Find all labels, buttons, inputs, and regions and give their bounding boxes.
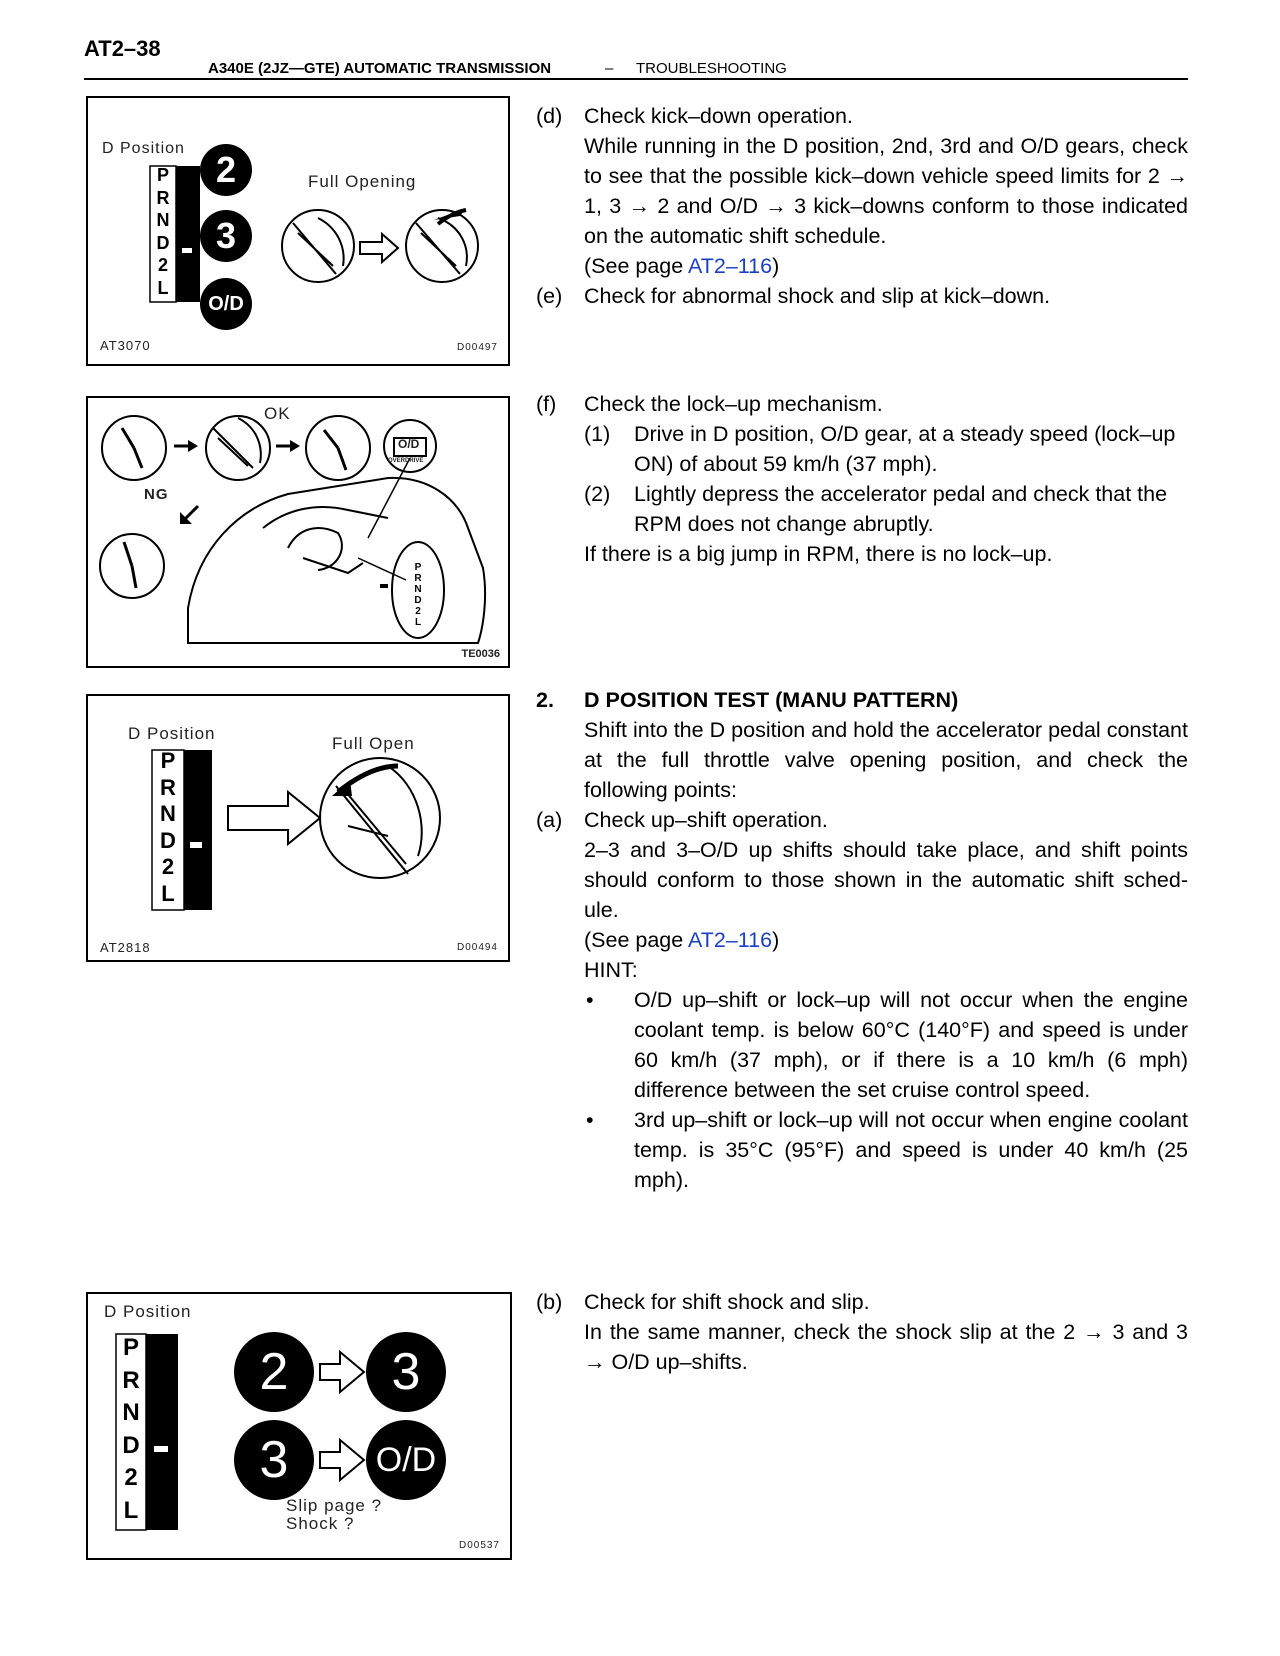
item-f-step2: Lightly depress the accelerator pedal an…: [634, 482, 1168, 536]
fig3-code-left: AT2818: [100, 940, 151, 955]
fig2-gear-letters: P R N D 2 L: [408, 562, 428, 628]
gate-letter: R: [122, 1366, 140, 1394]
gate-letter: N: [160, 801, 176, 826]
item-d-body: While running in the D position, 2nd, 3r…: [584, 134, 1188, 248]
gate-letter: P: [122, 1334, 139, 1361]
item-f-label: (f): [536, 392, 557, 416]
gate-letter: P: [414, 562, 422, 573]
see-prefix: (See page: [584, 254, 689, 278]
gate-letter: 2: [415, 606, 421, 617]
gate-letter: R: [156, 187, 170, 208]
fig2-code-right: TE0036: [461, 648, 500, 660]
gear-badge: 3: [391, 1343, 421, 1401]
fig2-od-sub-label: OVERDRIVE: [388, 458, 424, 464]
fig1-code-right: D00497: [456, 342, 498, 353]
gate-letter: L: [161, 880, 175, 906]
gate-letter: P: [160, 748, 176, 773]
figure-lockup-drawing: [99, 415, 487, 644]
item-a-hint: HINT:: [584, 958, 638, 982]
figure-kickdown: D Position Full Opening P R N D 2 L 2 3 …: [86, 96, 510, 366]
item-d-title: Check kick–down operation.: [584, 104, 853, 128]
fig3-action-label: Full Open: [332, 734, 415, 753]
fig4-code-right: D00537: [458, 1540, 500, 1551]
fig4-position-label: D Position: [104, 1302, 192, 1321]
fig3-code-right: D00494: [456, 942, 498, 953]
gate-letter: N: [414, 584, 422, 595]
header-section: TROUBLESHOOTING: [636, 60, 787, 77]
gear-badge: O/D: [375, 1441, 437, 1479]
fig3-position-label: D Position: [128, 724, 216, 743]
figure-shift-shock-drawing: [115, 1332, 446, 1531]
item-b-title: Check for shift shock and slip.: [584, 1290, 870, 1314]
figure-d-position: D Position Full Open P R N D 2 L AT2818 …: [86, 694, 510, 962]
page-number: AT2–38: [84, 36, 161, 61]
gate-letter: R: [414, 573, 422, 584]
item-b-body: In the same manner, check the shock slip…: [584, 1320, 1188, 1374]
gear-badge: O/D: [208, 293, 244, 315]
gate-letter: D: [160, 827, 176, 853]
fig1-gear-letters: P R N D 2 L: [152, 164, 174, 299]
gate-letter: R: [160, 774, 176, 800]
figure-kickdown-drawing: [149, 144, 479, 330]
see-suffix: ): [772, 928, 780, 952]
gate-letter: N: [122, 1399, 140, 1426]
figure-lockup: OK NG O/D OVERDRIVE P R N D 2 L TE0036: [86, 396, 510, 668]
item-a-title: Check up–shift operation.: [584, 808, 828, 832]
item-a-label: (a): [536, 808, 563, 832]
see-suffix: ): [772, 254, 780, 278]
item-d-see: (See page AT2–116): [584, 251, 1188, 281]
item-f-step1-label: (1): [584, 422, 611, 446]
gate-letter: D: [156, 232, 170, 253]
fig3-gear-letters: P R N D 2 L: [154, 748, 182, 907]
item-a-see: (See page AT2–116): [584, 925, 1188, 955]
fig1-code-left: AT3070: [100, 338, 151, 353]
gate-letter: 2: [161, 854, 175, 879]
fig1-action-label: Full Opening: [308, 172, 417, 191]
gear-badge: 3: [215, 215, 237, 256]
fig2-ok-label: OK: [264, 404, 291, 423]
item-b-label: (b): [536, 1290, 563, 1314]
item-f-step2-label: (2): [584, 482, 611, 506]
figure-shift-shock: D Position P R N D 2 L 2 3 3 O/D Slip pa…: [86, 1292, 512, 1560]
gate-letter: 2: [124, 1464, 138, 1491]
figure-d-position-drawing: [151, 749, 441, 911]
gate-letter: 2: [157, 255, 168, 275]
item-f-step1: Drive in D position, O/D gear, at a stea…: [634, 422, 1176, 476]
gate-letter: L: [414, 617, 422, 628]
gate-letter: D: [414, 595, 422, 606]
item-f-title: Check the lock–up mechanism.: [584, 392, 883, 416]
header-title: A340E (2JZ—GTE) AUTOMATIC TRANSMISSION: [208, 60, 552, 77]
gear-badge: 3: [259, 1431, 289, 1489]
header-dash: –: [605, 60, 614, 77]
page-link[interactable]: AT2–116: [688, 928, 773, 952]
item-e-label: (e): [536, 284, 563, 308]
fig4-slip-label: Slip page ?: [286, 1496, 383, 1515]
item-a-body: 2–3 and 3–O/D up shifts should take plac…: [584, 838, 1188, 922]
section-2-heading: D POSITION TEST (MANU PATTERN): [584, 688, 959, 712]
item-f-note: If there is a big jump in RPM, there is …: [584, 542, 1053, 566]
gear-badge: 2: [215, 149, 237, 190]
gear-badge: 2: [259, 1343, 289, 1401]
gate-letter: L: [157, 277, 169, 298]
bullet-symbol: •: [586, 1108, 594, 1132]
fig4-shock-label: Shock ?: [286, 1514, 355, 1533]
gate-letter: P: [156, 165, 169, 185]
gate-letter: L: [123, 1496, 139, 1524]
hint-bullet-1: O/D up–shift or lock–up will not occur w…: [634, 988, 1188, 1102]
gate-letter: D: [122, 1431, 140, 1459]
section-2-number: 2.: [536, 688, 554, 712]
see-prefix: (See page: [584, 928, 689, 952]
fig2-ng-label: NG: [144, 486, 169, 503]
hint-bullet-2: 3rd up–shift or lock–up will not occur w…: [634, 1108, 1188, 1192]
page-link[interactable]: AT2–116: [688, 254, 773, 278]
fig1-position-label: D Position: [102, 140, 185, 157]
bullet-symbol: •: [586, 988, 594, 1012]
gate-letter: N: [156, 210, 170, 230]
header-rule: [84, 78, 1188, 80]
item-e-title: Check for abnormal shock and slip at kic…: [584, 284, 1051, 308]
fig2-od-label: O/D: [398, 437, 420, 451]
section-2-body: Shift into the D position and hold the a…: [584, 718, 1188, 802]
fig4-gear-letters: P R N D 2 L: [118, 1332, 144, 1527]
item-d-label: (d): [536, 104, 563, 128]
